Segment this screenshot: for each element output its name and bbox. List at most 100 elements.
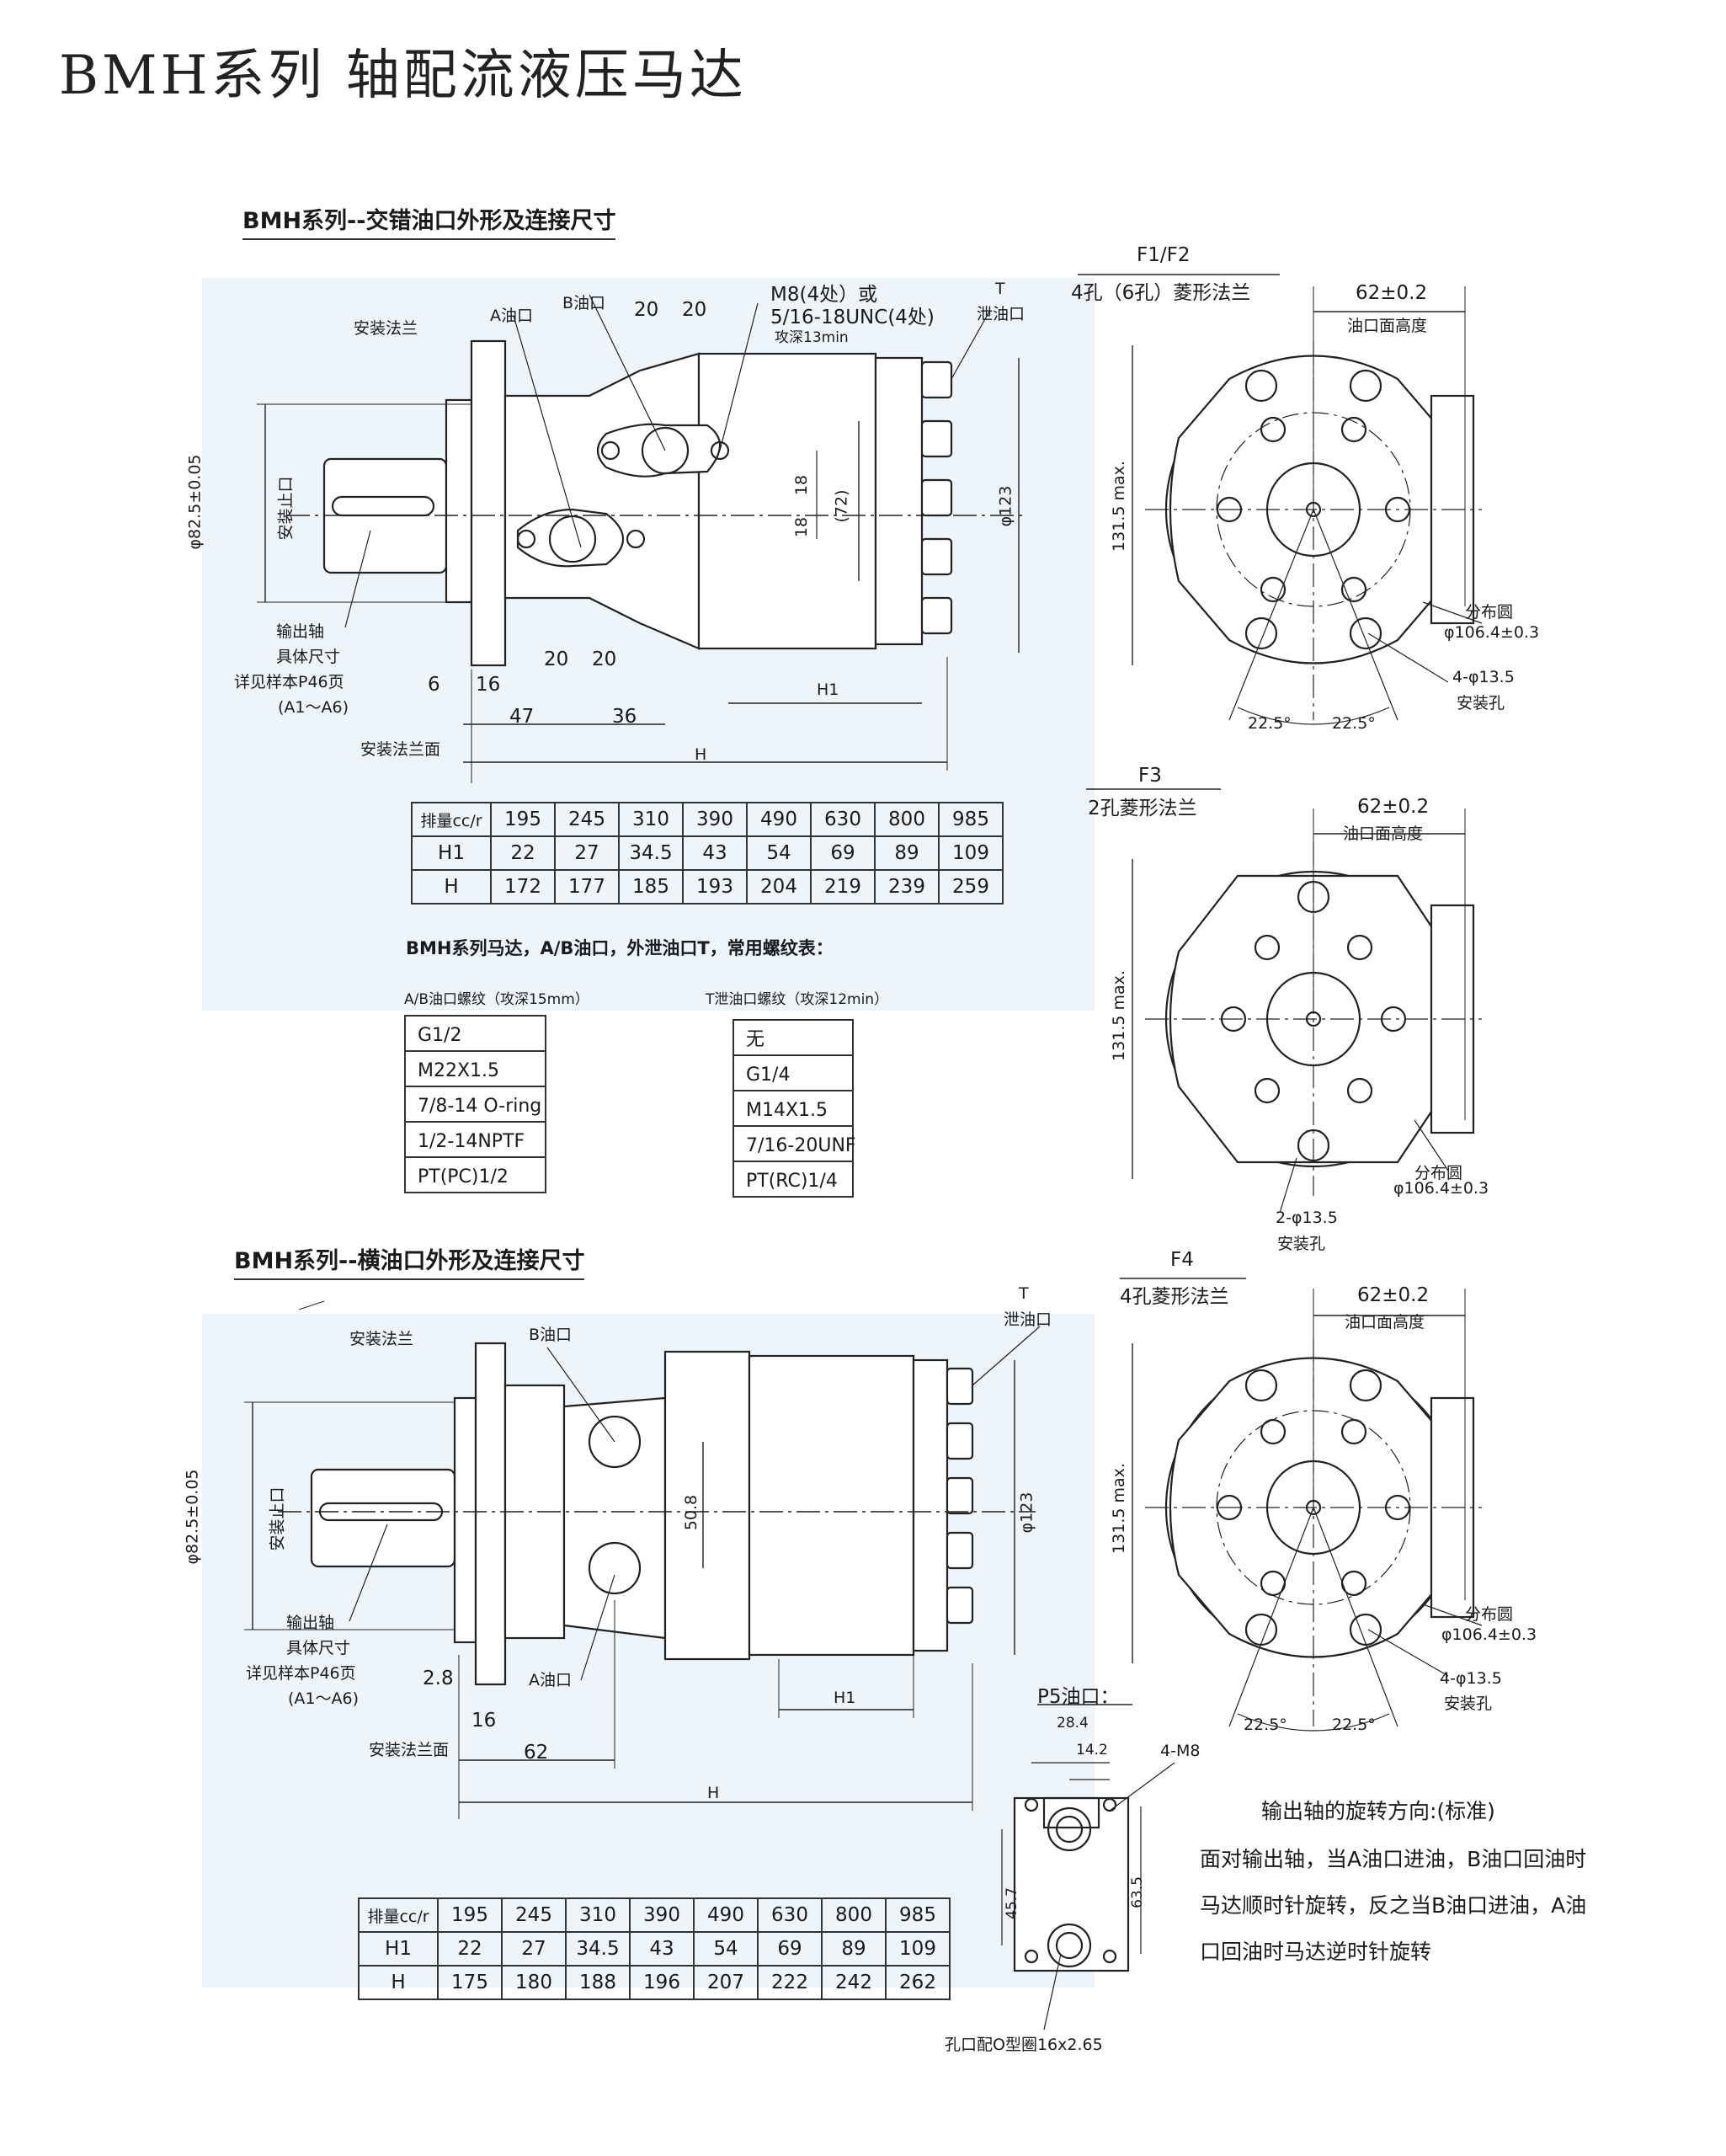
table-cell: 222 (757, 1965, 823, 2000)
table-cell: 22 (437, 1931, 503, 1967)
shaft-label: 详见样本P46页 (246, 1664, 356, 1683)
flange-desc: 4孔菱形法兰 (1120, 1286, 1229, 1308)
table-cell: H (411, 869, 492, 905)
table-header-cell: 390 (682, 802, 748, 837)
pilot-dim: φ82.5±0.05 (186, 454, 205, 549)
table-cell: H1 (411, 835, 492, 871)
table-header-cell: 排量cc/r (411, 802, 492, 837)
bolt-thread-label: M8(4处）或 (770, 284, 878, 306)
table-header-cell: 310 (565, 1897, 631, 1933)
flange-face-label: 安装法兰面 (360, 740, 441, 759)
bolt-thread-label: 5/16-18UNC(4处) (770, 307, 935, 328)
table-cell: 43 (682, 835, 748, 871)
table-row: H1 22 27 34.5 43 54 69 89 109 (358, 1931, 951, 1967)
table-cell: 177 (554, 869, 620, 905)
dim-18-value: 18 (792, 474, 812, 496)
table-header-cell: 800 (821, 1897, 887, 1933)
holes-label: 2-φ13.5 (1276, 1209, 1338, 1227)
flange-max-value: 131.5 max. (1109, 1463, 1128, 1554)
list-item: M14X1.5 (734, 1091, 852, 1127)
pcd-value: φ106.4±0.3 (1444, 623, 1540, 642)
dim-20: 20 (544, 648, 569, 670)
pilot-dim-value: φ82.5±0.05 (185, 454, 205, 550)
flange-f4-view (1120, 1278, 1483, 1732)
flange-dim: 62±0.2 (1357, 1284, 1430, 1306)
thread-table-title: BMH系列马达，A/B油口，外泄油口T，常用螺纹表： (406, 938, 834, 958)
table-cell: 242 (821, 1965, 887, 2000)
dim-6: 6 (428, 674, 440, 696)
list-item: 无 (734, 1021, 852, 1056)
rotation-line: 马达顺时针旋转，反之当B油口进油，A油 (1200, 1893, 1587, 1918)
table-header-cell: 630 (810, 802, 876, 837)
pcd-label: 分布圆 (1414, 1164, 1463, 1182)
dim-16: 16 (476, 674, 501, 696)
page-title: BMH系列 轴配流液压马达 (59, 45, 747, 107)
table-cell: 54 (693, 1931, 759, 1967)
list-item: 7/8-14 O-ring (406, 1087, 545, 1123)
table-cell: 27 (501, 1931, 567, 1967)
table-cell: 34.5 (565, 1931, 631, 1967)
shaft-label: 具体尺寸 (276, 648, 341, 666)
holes-note: 安装孔 (1277, 1235, 1326, 1253)
table-cell: 196 (629, 1965, 695, 2000)
table-cell: 219 (810, 869, 876, 905)
p5-oring-note: 孔口配O型圈16x2.65 (945, 2036, 1103, 2054)
table-cell: 54 (746, 835, 812, 871)
port-a-label: A油口 (529, 1671, 572, 1689)
table-header-cell: 195 (490, 802, 556, 837)
h-dim: H (695, 745, 707, 764)
table-cell: 27 (554, 835, 620, 871)
section1-title: BMH系列--交错油口外形及连接尺寸 (242, 202, 616, 240)
pilot-text: 安装止口 (276, 476, 296, 541)
flange-dim-note: 油口面高度 (1343, 825, 1424, 843)
t-thread-title: T泄油口螺纹（攻深12min） (706, 991, 889, 1008)
shaft-label: 具体尺寸 (286, 1639, 351, 1657)
pilot-dim: φ82.5±0.05 (184, 1469, 202, 1564)
table-cell: 22 (490, 835, 556, 871)
list-item: 1/2-14NPTF (406, 1123, 545, 1158)
dim-72: (72) (833, 489, 851, 522)
angle-label: 22.5° (1332, 1716, 1376, 1734)
dim-20: 20 (682, 299, 707, 321)
table-cell: 193 (682, 869, 748, 905)
dim-47: 47 (509, 706, 535, 728)
shaft-label: 详见样本P46页 (234, 673, 344, 691)
port-b-label: B油口 (562, 294, 606, 312)
h1-dim: H1 (834, 1689, 856, 1707)
shaft-label: (A1～A6) (278, 698, 349, 717)
flange-max-dim: 131.5 max. (1110, 1463, 1128, 1554)
rotation-line: 面对输出轴，当A油口进油，B油口回油时 (1200, 1847, 1587, 1871)
p5-dim-vert: 63.5 (1129, 1876, 1146, 1908)
rotation-line: 口回油时马达逆时针旋转 (1200, 1940, 1432, 1964)
table-cell: 69 (810, 835, 876, 871)
table-cell: 175 (437, 1965, 503, 2000)
table-header-cell: 245 (554, 802, 620, 837)
flange-max-dim: 131.5 max. (1110, 461, 1128, 552)
pcd-label: 分布圆 (1465, 1605, 1514, 1624)
table-cell: 89 (821, 1931, 887, 1967)
p5-dim-vert: 45.7 (1004, 1887, 1020, 1919)
table-header-cell: 490 (746, 802, 812, 837)
p5-dim-635: 63.5 (1128, 1876, 1146, 1908)
holes-note: 安装孔 (1444, 1694, 1493, 1713)
table-cell: 262 (885, 1965, 951, 2000)
dim-20: 20 (634, 299, 659, 321)
table-cell: 259 (938, 869, 1004, 905)
list-item: G1/2 (406, 1017, 545, 1052)
table-header-cell: 245 (501, 1897, 567, 1933)
angle-label: 22.5° (1332, 714, 1376, 733)
table-cell: 180 (501, 1965, 567, 2000)
tap-depth-label: 攻深13min (775, 329, 849, 346)
port-a-label: A油口 (490, 307, 533, 325)
ab-thread-title: A/B油口螺纹（攻深15mm） (404, 991, 589, 1008)
shaft-label: (A1～A6) (288, 1689, 359, 1708)
table-row: H 172 177 185 193 204 219 239 259 (411, 869, 1004, 905)
table-header-cell: 800 (874, 802, 940, 837)
pilot-label: 安装止口 (265, 1486, 288, 1550)
flange-desc: 2孔菱形法兰 (1088, 798, 1197, 819)
table-cell: 89 (874, 835, 940, 871)
flange-label: 安装法兰 (354, 319, 418, 338)
section2-dimension-table: 排量cc/r 195 245 310 390 490 630 800 985 H… (358, 1897, 951, 2000)
table-header-cell: 195 (437, 1897, 503, 1933)
